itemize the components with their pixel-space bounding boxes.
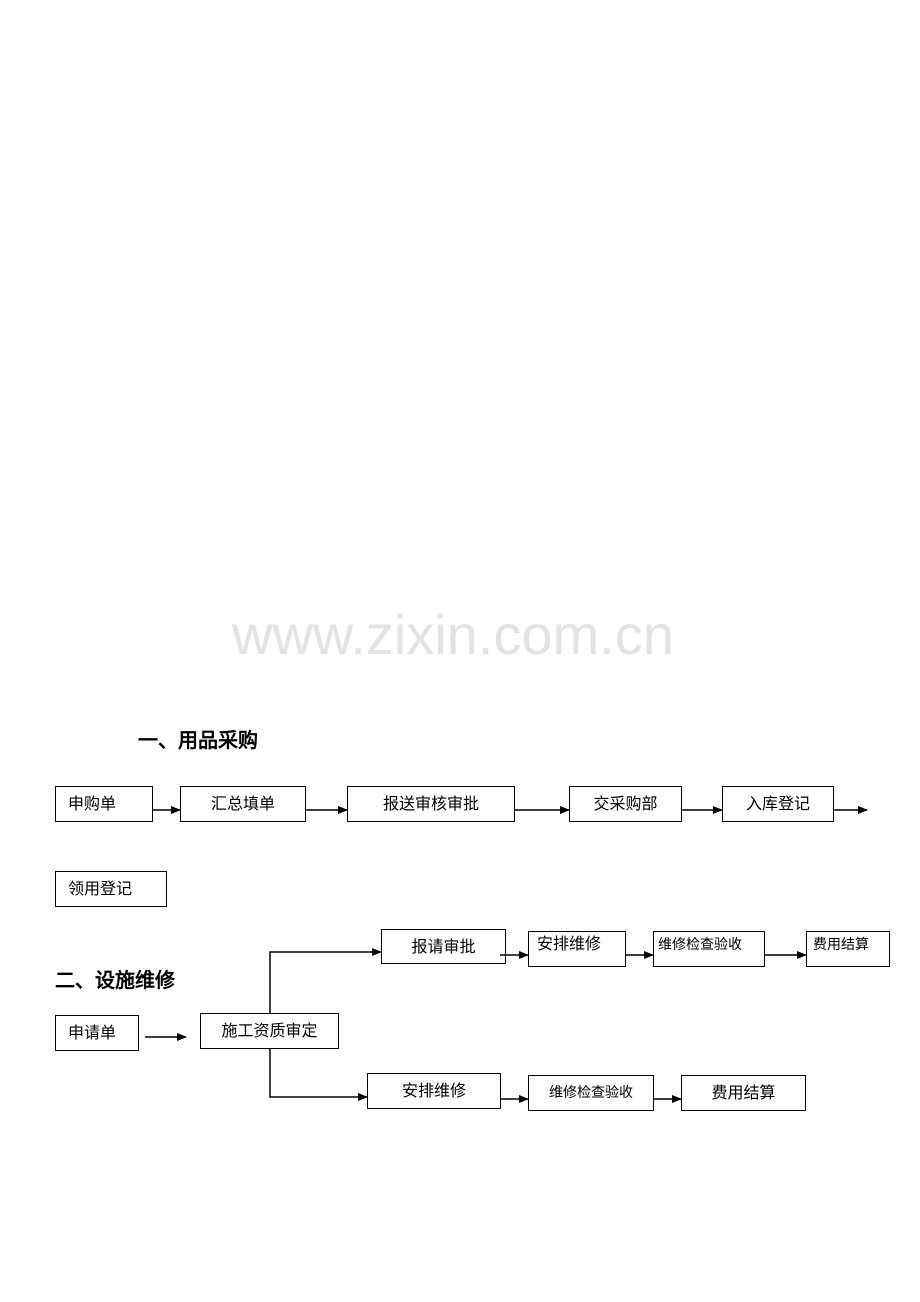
flow-step-warehouse-register: 入库登记 [722,786,834,822]
flow-step-application-form: 申请单 [55,1015,139,1051]
flow-step-repair-inspection-upper: 维修检查验收 [653,931,765,967]
flow-step-summarize-form: 汇总填单 [180,786,306,822]
flow-step-arrange-repair-lower: 安排维修 [367,1073,501,1109]
section-heading-procurement: 一、用品采购 [138,728,258,752]
flow-step-arrange-repair-upper: 安排维修 [528,931,626,967]
flow-step-cost-settlement-lower: 费用结算 [681,1075,806,1111]
flow-step-qualification-review: 施工资质审定 [200,1013,339,1049]
flow-step-usage-register: 领用登记 [55,871,167,907]
flow-step-purchase-request: 申购单 [55,786,153,822]
flow-step-submit-approval: 报送审核审批 [347,786,515,822]
flow-step-cost-settlement-upper: 费用结算 [806,931,890,967]
section-heading-facility-maintenance: 二、设施维修 [55,968,175,992]
branch-arrow-icon [269,948,382,1013]
flow-step-request-approval: 报请审批 [381,929,506,964]
flow-step-repair-inspection-lower: 维修检查验收 [528,1075,654,1111]
flow-step-to-purchasing-dept: 交采购部 [569,786,682,822]
watermark-text: www.zixin.com.cn [232,603,674,666]
branch-arrow-icon [269,1049,368,1101]
